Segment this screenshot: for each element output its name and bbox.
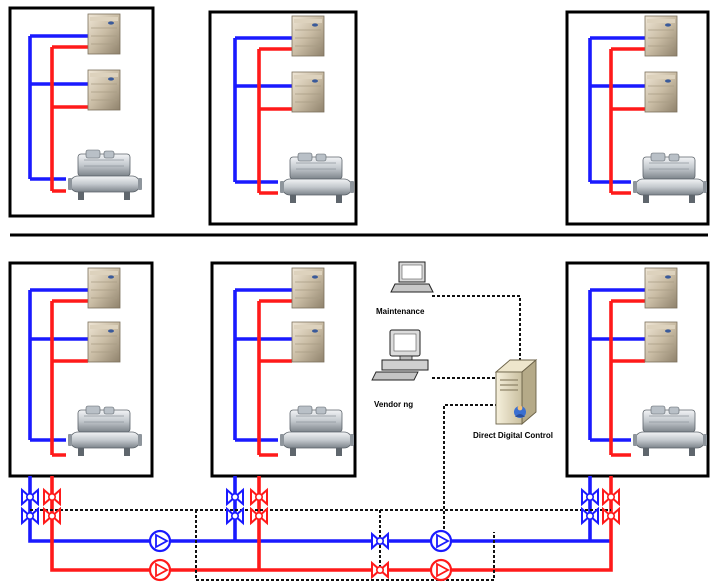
laptop-icon [390, 261, 434, 293]
plant-top-2 [208, 10, 358, 226]
pump-icon [429, 558, 453, 582]
air-handler-icon [87, 13, 121, 55]
chiller-icon [67, 149, 143, 201]
plant-bottom-1 [8, 261, 154, 478]
vendor-label: Vendor ng [374, 400, 413, 409]
air-handler-icon [291, 267, 325, 309]
plant-top-1 [8, 6, 155, 218]
maintenance-label: Maintenance [376, 307, 425, 316]
air-handler-icon [644, 15, 678, 57]
air-handler-icon [644, 71, 678, 113]
valves [21, 489, 620, 578]
plant-top-3 [565, 10, 710, 226]
supply-header [28, 476, 611, 543]
return-header [50, 476, 613, 572]
chiller-icon [279, 405, 355, 457]
air-handler-icon [87, 69, 121, 111]
desktop-computer-icon [371, 329, 429, 381]
plant-bottom-3 [565, 261, 710, 478]
chiller-icon [632, 152, 708, 204]
ddc-label: Direct Digital Control [473, 431, 553, 440]
air-handler-icon [644, 267, 678, 309]
air-handler-icon [87, 321, 121, 363]
server-icon [495, 359, 537, 425]
air-handler-icon [87, 267, 121, 309]
pump-icon [429, 529, 453, 553]
pump-icon [148, 558, 172, 582]
air-handler-icon [291, 321, 325, 363]
chiller-icon [632, 405, 708, 457]
chiller-icon [279, 152, 355, 204]
pump-icon [148, 529, 172, 553]
air-handler-icon [291, 71, 325, 113]
plant-bottom-2 [210, 261, 357, 478]
chiller-icon [67, 405, 143, 457]
air-handler-icon [291, 15, 325, 57]
air-handler-icon [644, 321, 678, 363]
